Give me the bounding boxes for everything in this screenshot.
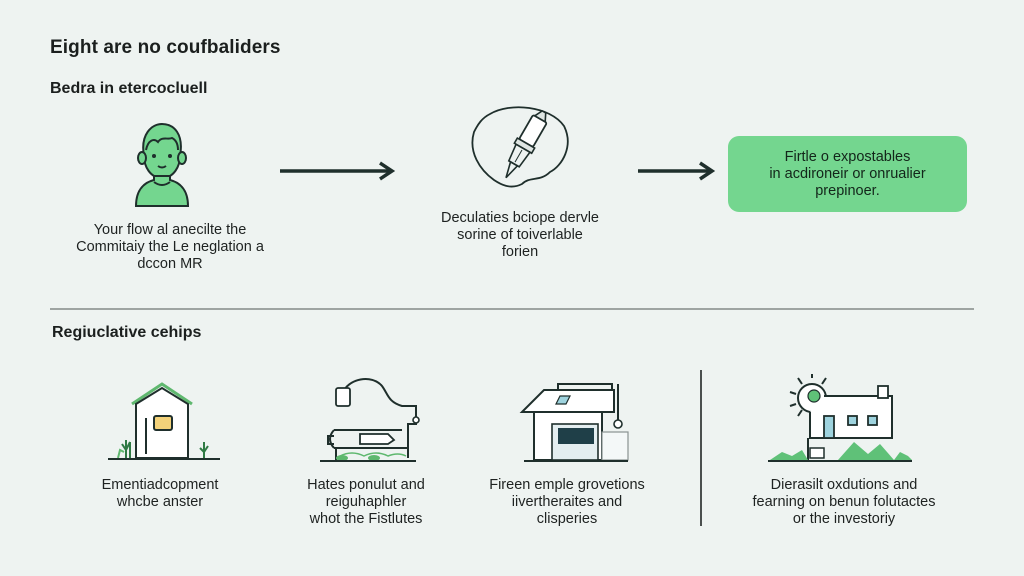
arrow-right-icon <box>638 161 716 181</box>
storefront-icon <box>519 383 629 462</box>
arrow-right-icon <box>280 161 396 181</box>
flow-step-2-caption: Deculaties bciope dervle sorine of toive… <box>441 210 599 260</box>
section-heading-cases: Regiuclative cehips <box>52 324 202 341</box>
page-title: Eight are no coufbaliders <box>50 37 281 58</box>
vertical-divider <box>700 370 702 526</box>
section-heading-flow: Bedra in etercocluell <box>50 80 208 97</box>
case-4-caption: Dierasilt oxdutions and fearning on benu… <box>752 477 936 527</box>
case-3-caption: Fireen emple grovetions iivertheraites a… <box>489 477 645 527</box>
section-divider <box>50 308 974 310</box>
case-2-caption: Hates ponulut and reiguhaphler whot the … <box>307 477 425 527</box>
case-1-caption: Ementiadcopment whcbe anster <box>101 477 219 510</box>
flow-step-1-caption: Your flow al anecilte the Commitaiy the … <box>76 222 264 272</box>
factory-building-icon <box>320 378 420 462</box>
house-with-plants-icon <box>108 382 220 460</box>
result-box: Firtle o expostables in acdironeir or on… <box>728 136 967 212</box>
person-icon <box>134 122 190 207</box>
pen-in-circle-icon <box>471 106 569 188</box>
solar-house-icon <box>768 374 912 462</box>
